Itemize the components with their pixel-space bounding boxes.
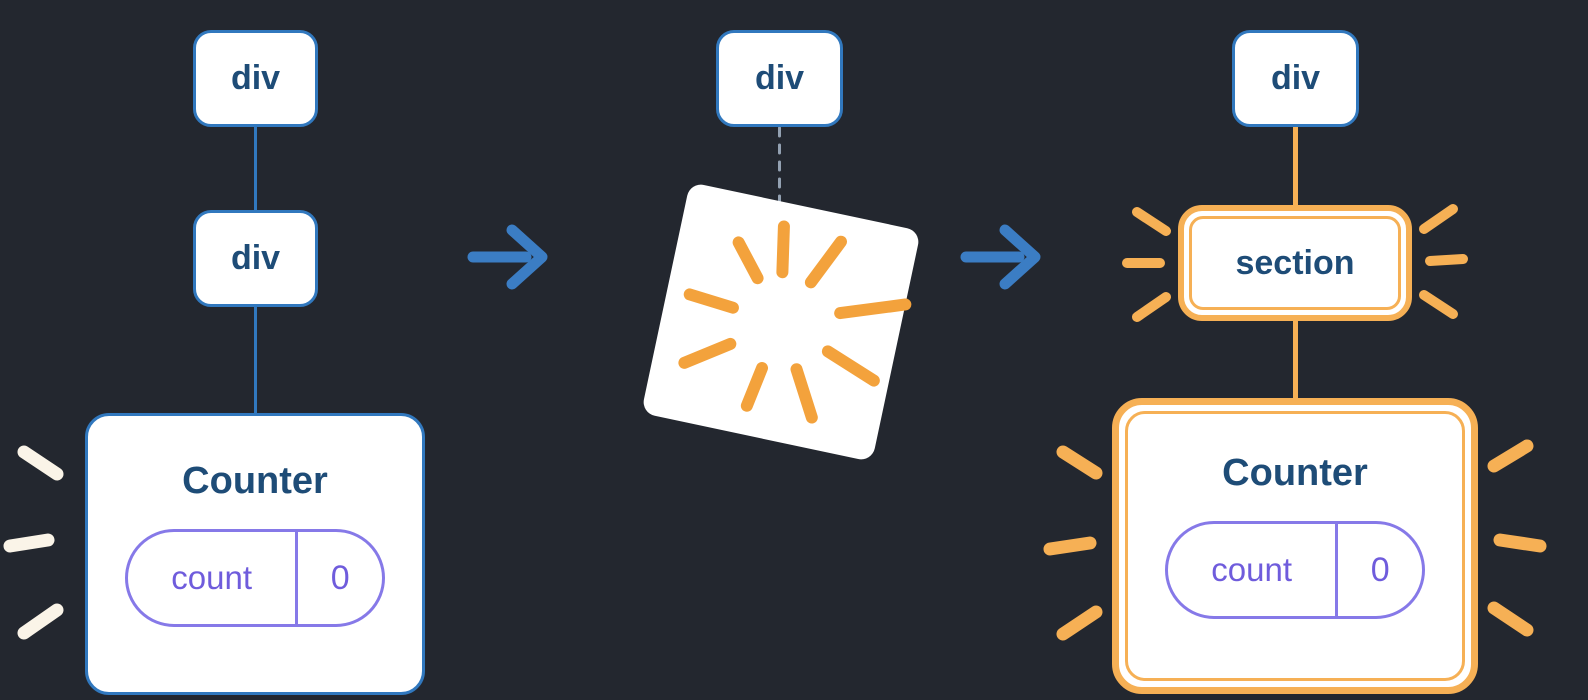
- state-key: count: [1211, 551, 1293, 588]
- poof-icon: [643, 184, 919, 460]
- counter-burst-orange-icon: [1043, 439, 1547, 641]
- state-value: 0: [295, 532, 382, 624]
- state-pill: count 0: [1165, 521, 1425, 619]
- node-section-inner: section: [1189, 216, 1401, 310]
- node-label: div: [1270, 59, 1321, 97]
- node-div-left-1: div: [193, 30, 318, 127]
- counter-card-highlighted: Counter count 0: [1112, 398, 1478, 694]
- counter-card: Counter count 0: [85, 413, 425, 695]
- counter-title: Counter: [1222, 452, 1368, 494]
- arrow-right-icon: [467, 224, 548, 290]
- node-label: div: [230, 59, 281, 97]
- counter-card-inner: Counter count 0: [1125, 411, 1465, 681]
- node-label: section: [1235, 243, 1355, 282]
- poof-rays-icon: [678, 220, 912, 424]
- node-div-right: div: [1232, 30, 1359, 127]
- section-burst-icon: [1122, 204, 1468, 322]
- arrow-right-icon-2: [960, 224, 1041, 290]
- node-div-middle: div: [716, 30, 843, 127]
- state-pill: count 0: [125, 529, 385, 627]
- node-label: div: [754, 59, 805, 97]
- state-value: 0: [1335, 524, 1422, 616]
- node-section-highlighted: section: [1178, 205, 1412, 321]
- state-key: count: [171, 559, 253, 596]
- poof-square: [643, 184, 919, 460]
- counter-burst-white-icon: [3, 445, 64, 640]
- counter-title: Counter: [182, 460, 328, 502]
- node-label: div: [230, 239, 281, 277]
- node-div-left-2: div: [193, 210, 318, 307]
